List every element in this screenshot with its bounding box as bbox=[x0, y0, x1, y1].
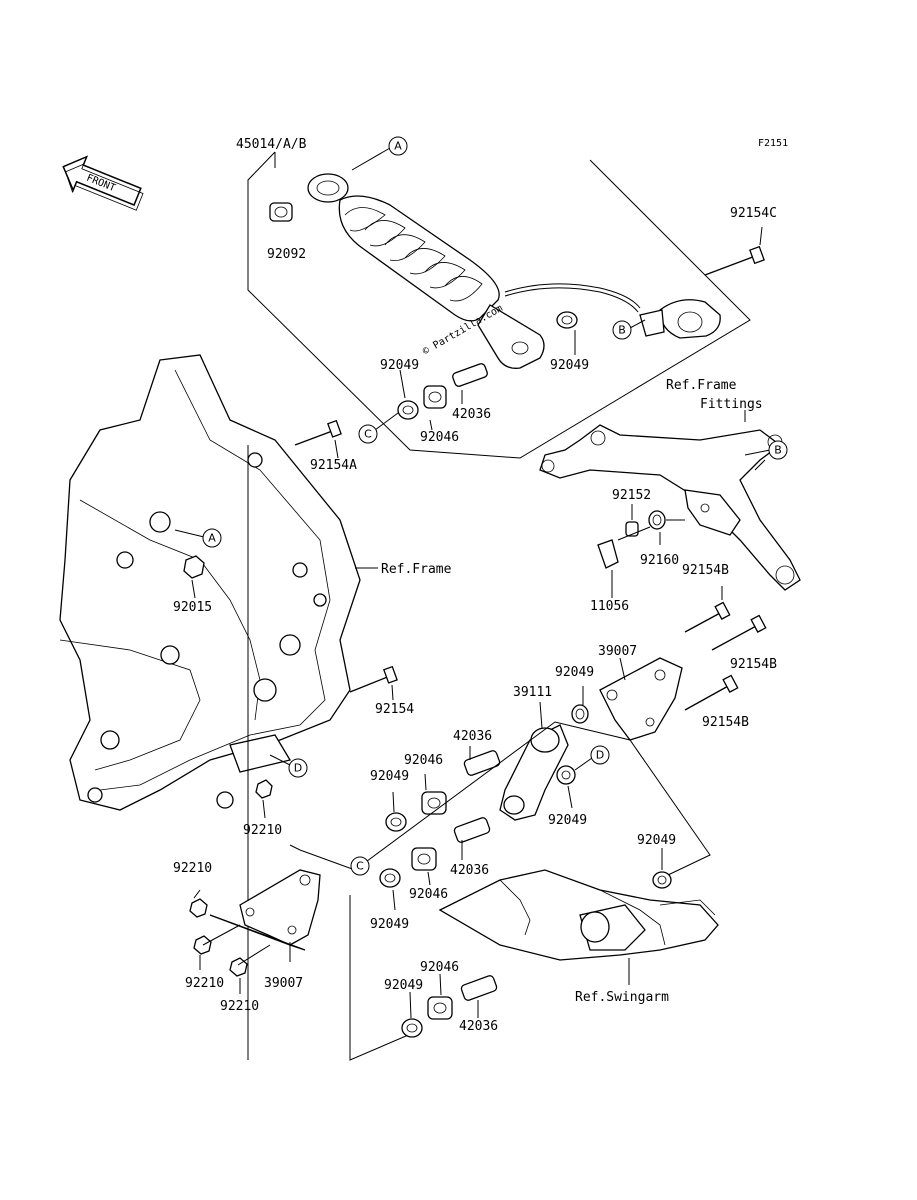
part-92046-shock: 92046 bbox=[420, 430, 459, 445]
part-92210-plate-top: 92210 bbox=[173, 861, 212, 876]
callout-c-lower: C bbox=[350, 856, 370, 876]
part-45014: 45014/A/B bbox=[236, 137, 307, 152]
part-92210-frame: 92210 bbox=[243, 823, 282, 838]
callout-b-fittings: B bbox=[744, 440, 788, 460]
svg-text:B: B bbox=[774, 444, 782, 457]
part-92015: 92015 bbox=[173, 600, 212, 615]
part-92049-swingarm-lower: 92049 bbox=[384, 978, 423, 993]
frame-fittings-bracket bbox=[539, 410, 801, 598]
svg-text:A: A bbox=[208, 532, 216, 545]
svg-text:A: A bbox=[394, 140, 402, 153]
part-92049-swingarm: 92049 bbox=[637, 833, 676, 848]
ref-frame-fittings-line1: Ref.Frame bbox=[666, 378, 737, 393]
svg-text:B: B bbox=[618, 324, 626, 337]
part-92152: 92152 bbox=[612, 488, 651, 503]
callout-c-upper: C bbox=[358, 412, 399, 444]
part-92154b-middle: 92154B bbox=[730, 657, 777, 672]
callout-d-link: D bbox=[574, 745, 610, 771]
part-92049-shock-right: 92049 bbox=[550, 358, 589, 373]
part-92160: 92160 bbox=[640, 553, 679, 568]
part-42036-swingarm: 42036 bbox=[459, 1019, 498, 1034]
part-92154a: 92154A bbox=[310, 458, 357, 473]
part-92154c: 92154C bbox=[730, 206, 777, 221]
part-39007-upper: 39007 bbox=[598, 644, 637, 659]
part-11056: 11056 bbox=[590, 599, 629, 614]
callout-a-top: A bbox=[351, 136, 408, 171]
callout-a-frame: A bbox=[174, 528, 222, 548]
part-92049-link-right: 92049 bbox=[548, 813, 587, 828]
part-92210-plate-bottom: 92210 bbox=[220, 999, 259, 1014]
part-92049-link-lower: 92049 bbox=[370, 917, 409, 932]
part-92049-shock-left: 92049 bbox=[380, 358, 419, 373]
ref-swingarm: Ref.Swingarm bbox=[575, 990, 669, 1005]
svg-text:C: C bbox=[364, 428, 372, 441]
part-92154b-bottom: 92154B bbox=[702, 715, 749, 730]
part-92049-link-left: 92049 bbox=[370, 769, 409, 784]
callout-b-shock: B bbox=[612, 319, 646, 340]
part-92154: 92154 bbox=[375, 702, 414, 717]
part-92049-link-upper: 92049 bbox=[555, 665, 594, 680]
part-39111: 39111 bbox=[513, 685, 552, 700]
linkage-assembly bbox=[289, 586, 767, 1061]
frame-section bbox=[59, 354, 398, 1060]
ref-frame-fittings-line2: Fittings bbox=[700, 397, 763, 412]
part-92154b-top: 92154B bbox=[682, 563, 729, 578]
front-direction-badge: FRONT bbox=[62, 155, 144, 211]
part-92092: 92092 bbox=[267, 247, 306, 262]
svg-text:D: D bbox=[596, 749, 604, 762]
lower-tie-plate bbox=[189, 869, 321, 994]
rear-shock-absorber bbox=[247, 151, 765, 459]
callout-d-frame: D bbox=[269, 754, 308, 778]
svg-text:C: C bbox=[356, 860, 364, 873]
figure-code: F2151 bbox=[758, 138, 788, 149]
part-92210-plate-left: 92210 bbox=[185, 976, 224, 991]
part-92046-link-upper: 92046 bbox=[404, 753, 443, 768]
ref-frame: Ref.Frame bbox=[381, 562, 452, 577]
part-42036-link-upper: 42036 bbox=[453, 729, 492, 744]
part-92046-link-lower: 92046 bbox=[409, 887, 448, 902]
svg-text:D: D bbox=[294, 762, 302, 775]
part-42036-link-lower: 42036 bbox=[450, 863, 489, 878]
part-42036-shock: 42036 bbox=[452, 407, 491, 422]
swingarm-section bbox=[401, 869, 719, 1038]
part-92046-swingarm: 92046 bbox=[420, 960, 459, 975]
part-39007-lower: 39007 bbox=[264, 976, 303, 991]
